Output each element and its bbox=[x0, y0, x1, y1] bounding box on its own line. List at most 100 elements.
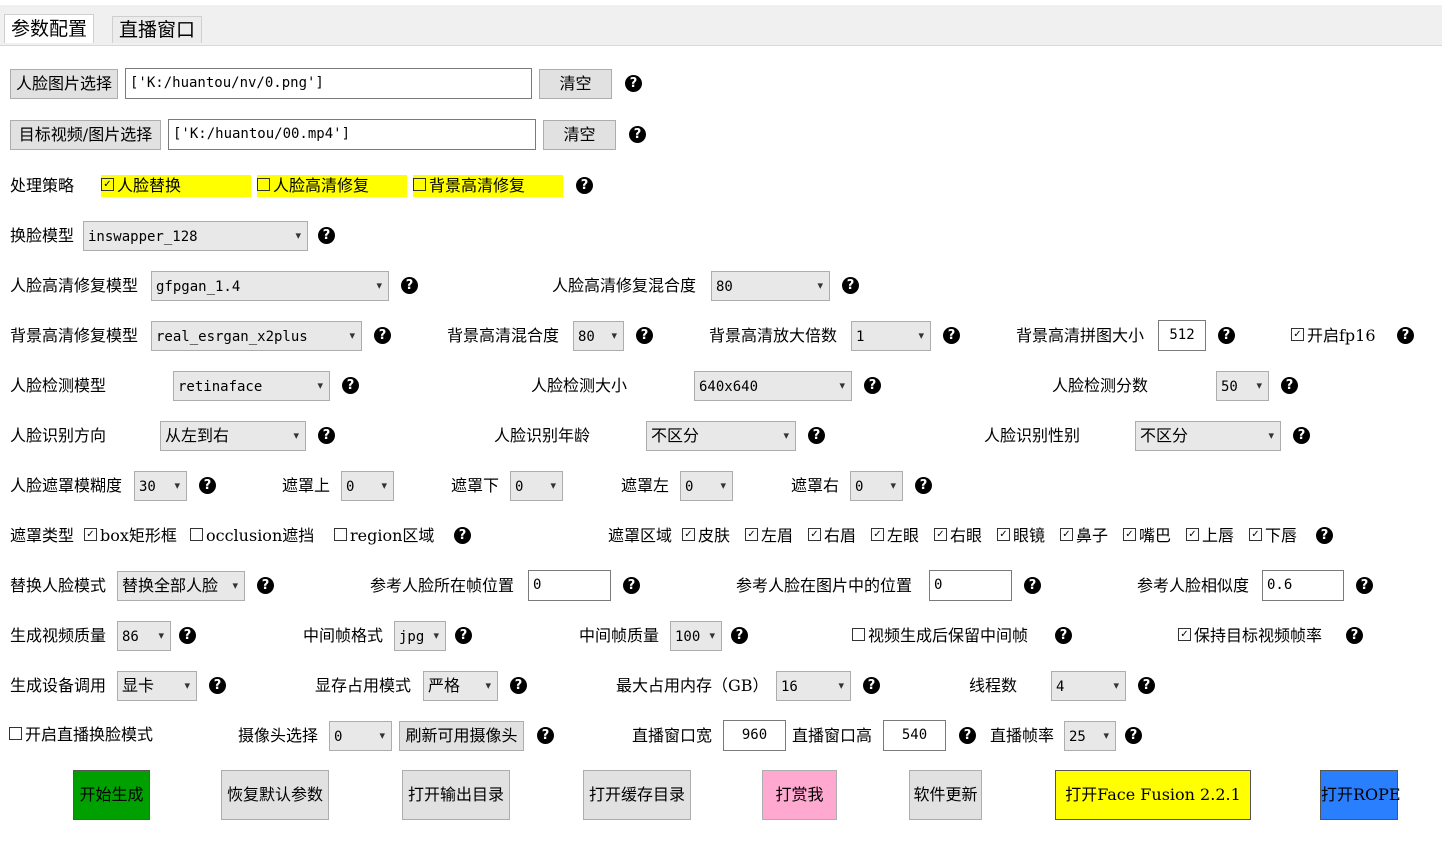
live-mode-checkbox[interactable]: 开启直播换脸模式 bbox=[9, 724, 153, 746]
donate-button[interactable]: 打赏我 bbox=[762, 770, 837, 820]
help-icon[interactable]: ? bbox=[1293, 427, 1310, 444]
live-height-input[interactable]: 540 bbox=[883, 720, 946, 751]
mask-type-box-checkbox[interactable]: ✓box矩形框 bbox=[84, 525, 177, 547]
tab-params[interactable]: 参数配置 bbox=[4, 14, 95, 43]
ref-img-pos-input[interactable]: 0 bbox=[929, 570, 1012, 601]
swap-model-select[interactable]: inswapper_128▾ bbox=[83, 221, 308, 251]
help-icon[interactable]: ? bbox=[625, 75, 642, 92]
help-icon[interactable]: ? bbox=[1356, 577, 1373, 594]
camera-select[interactable]: 0▾ bbox=[329, 721, 392, 751]
mask-region-nose-checkbox[interactable]: ✓鼻子 bbox=[1060, 525, 1108, 547]
open-rope-button[interactable]: 打开ROPE bbox=[1320, 770, 1401, 820]
live-width-input[interactable]: 960 bbox=[723, 720, 786, 751]
help-icon[interactable]: ? bbox=[1024, 577, 1041, 594]
bg-blend-select[interactable]: 80▾ bbox=[573, 321, 624, 351]
help-icon[interactable]: ? bbox=[455, 627, 472, 644]
face-image-path-input[interactable]: ['K:/huantou/nv/0.png'] bbox=[125, 68, 532, 99]
help-icon[interactable]: ? bbox=[318, 427, 335, 444]
device-select[interactable]: 显卡▾ bbox=[117, 671, 197, 701]
recognize-gender-select[interactable]: 不区分▾ bbox=[1135, 421, 1281, 451]
reset-defaults-button[interactable]: 恢复默认参数 bbox=[221, 770, 329, 820]
open-output-dir-button[interactable]: 打开输出目录 bbox=[402, 770, 510, 820]
mask-region-right-brow-checkbox[interactable]: ✓右眉 bbox=[808, 525, 856, 547]
target-path-input[interactable]: ['K:/huantou/00.mp4'] bbox=[168, 119, 536, 150]
help-icon[interactable]: ? bbox=[342, 377, 359, 394]
face-enhance-blend-select[interactable]: 80▾ bbox=[711, 271, 830, 301]
mask-blur-select[interactable]: 30▾ bbox=[134, 471, 187, 501]
mask-region-lower-lip-checkbox[interactable]: ✓下唇 bbox=[1249, 525, 1297, 547]
mem-mode-select[interactable]: 严格▾ bbox=[423, 671, 498, 701]
mask-region-skin-checkbox[interactable]: ✓皮肤 bbox=[682, 525, 730, 547]
help-icon[interactable]: ? bbox=[1138, 677, 1155, 694]
help-icon[interactable]: ? bbox=[842, 277, 859, 294]
target-select-button[interactable]: 目标视频/图片选择 bbox=[10, 120, 161, 150]
tab-live-window[interactable]: 直播窗口 bbox=[112, 16, 203, 43]
open-cache-dir-button[interactable]: 打开缓存目录 bbox=[583, 770, 691, 820]
open-facefusion-button[interactable]: 打开Face Fusion 2.2.1 bbox=[1055, 770, 1251, 820]
help-icon[interactable]: ? bbox=[318, 227, 335, 244]
frame-quality-select[interactable]: 100▾ bbox=[670, 621, 722, 651]
frame-format-select[interactable]: jpg▾ bbox=[394, 621, 446, 651]
ref-similarity-input[interactable]: 0.6 bbox=[1262, 570, 1344, 601]
mask-region-upper-lip-checkbox[interactable]: ✓上唇 bbox=[1186, 525, 1234, 547]
mask-type-occlusion-checkbox[interactable]: occlusion遮挡 bbox=[190, 525, 314, 547]
help-icon[interactable]: ? bbox=[257, 577, 274, 594]
mask-type-region-checkbox[interactable]: region区域 bbox=[334, 525, 434, 547]
mask-region-glasses-checkbox[interactable]: ✓眼镜 bbox=[997, 525, 1045, 547]
help-icon[interactable]: ? bbox=[915, 477, 932, 494]
help-icon[interactable]: ? bbox=[1346, 627, 1363, 644]
detect-size-select[interactable]: 640x640▾ bbox=[694, 371, 852, 401]
strategy-bg-enhance-checkbox[interactable]: 背景高清修复 bbox=[413, 175, 563, 197]
mask-region-left-brow-checkbox[interactable]: ✓左眉 bbox=[745, 525, 793, 547]
replace-mode-select[interactable]: 替换全部人脸▾ bbox=[117, 571, 245, 601]
help-icon[interactable]: ? bbox=[636, 327, 653, 344]
update-button[interactable]: 软件更新 bbox=[909, 770, 982, 820]
face-image-clear-button[interactable]: 清空 bbox=[539, 69, 612, 99]
fp16-checkbox[interactable]: ✓开启fp16 bbox=[1291, 325, 1376, 347]
help-icon[interactable]: ? bbox=[629, 126, 646, 143]
help-icon[interactable]: ? bbox=[808, 427, 825, 444]
face-enhance-model-select[interactable]: gfpgan_1.4▾ bbox=[151, 271, 389, 301]
mask-top-select[interactable]: 0▾ bbox=[341, 471, 394, 501]
strategy-face-swap-checkbox[interactable]: ✓人脸替换 bbox=[101, 175, 251, 197]
help-icon[interactable]: ? bbox=[510, 677, 527, 694]
strategy-face-enhance-checkbox[interactable]: 人脸高清修复 bbox=[257, 175, 407, 197]
help-icon[interactable]: ? bbox=[863, 677, 880, 694]
threads-select[interactable]: 4▾ bbox=[1051, 671, 1126, 701]
ref-frame-pos-input[interactable]: 0 bbox=[528, 570, 611, 601]
refresh-camera-button[interactable]: 刷新可用摄像头 bbox=[399, 721, 524, 751]
help-icon[interactable]: ? bbox=[959, 727, 976, 744]
help-icon[interactable]: ? bbox=[537, 727, 554, 744]
start-button[interactable]: 开始生成 bbox=[73, 770, 150, 820]
help-icon[interactable]: ? bbox=[731, 627, 748, 644]
mask-region-mouth-checkbox[interactable]: ✓嘴巴 bbox=[1123, 525, 1171, 547]
recognize-age-select[interactable]: 不区分▾ bbox=[646, 421, 796, 451]
help-icon[interactable]: ? bbox=[1281, 377, 1298, 394]
help-icon[interactable]: ? bbox=[864, 377, 881, 394]
help-icon[interactable]: ? bbox=[1125, 727, 1142, 744]
mask-region-right-eye-checkbox[interactable]: ✓右眼 bbox=[934, 525, 982, 547]
mask-bottom-select[interactable]: 0▾ bbox=[510, 471, 563, 501]
help-icon[interactable]: ? bbox=[401, 277, 418, 294]
help-icon[interactable]: ? bbox=[179, 627, 196, 644]
help-icon[interactable]: ? bbox=[1055, 627, 1072, 644]
help-icon[interactable]: ? bbox=[1316, 527, 1333, 544]
help-icon[interactable]: ? bbox=[943, 327, 960, 344]
mask-region-left-eye-checkbox[interactable]: ✓左眼 bbox=[871, 525, 919, 547]
help-icon[interactable]: ? bbox=[454, 527, 471, 544]
target-clear-button[interactable]: 清空 bbox=[543, 120, 616, 150]
bg-scale-select[interactable]: 1▾ bbox=[851, 321, 931, 351]
detect-model-select[interactable]: retinaface▾ bbox=[173, 371, 330, 401]
keep-fps-checkbox[interactable]: ✓保持目标视频帧率 bbox=[1178, 625, 1322, 647]
help-icon[interactable]: ? bbox=[1397, 327, 1414, 344]
keep-frames-checkbox[interactable]: 视频生成后保留中间帧 bbox=[852, 625, 1028, 647]
bg-enhance-model-select[interactable]: real_esrgan_x2plus▾ bbox=[151, 321, 362, 351]
help-icon[interactable]: ? bbox=[209, 677, 226, 694]
max-mem-select[interactable]: 16▾ bbox=[776, 671, 851, 701]
mask-left-select[interactable]: 0▾ bbox=[680, 471, 733, 501]
live-fps-select[interactable]: 25▾ bbox=[1064, 721, 1116, 751]
detect-score-select[interactable]: 50▾ bbox=[1216, 371, 1269, 401]
mask-right-select[interactable]: 0▾ bbox=[850, 471, 903, 501]
bg-tile-input[interactable]: 512 bbox=[1158, 320, 1206, 351]
help-icon[interactable]: ? bbox=[576, 177, 593, 194]
